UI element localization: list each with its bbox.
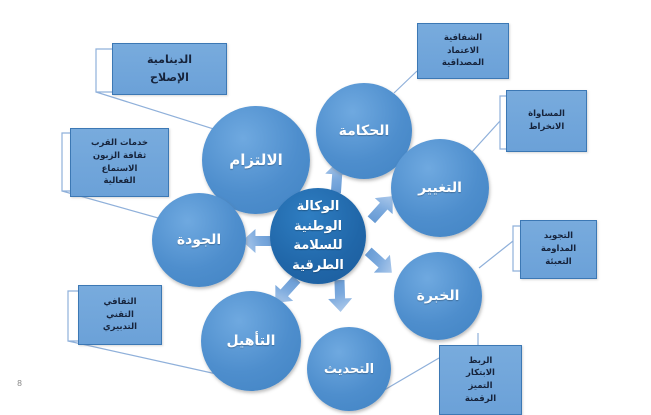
leader-equality: [470, 95, 506, 154]
arrow-to-modernization-icon: [327, 280, 352, 313]
callout-proximity: خدمات القرب ثقافة الزبون الاستماع الفعال…: [70, 128, 169, 197]
callout-equality: المساواة الانخراط: [506, 90, 587, 152]
node-governance-label: الحكامة: [338, 123, 390, 139]
node-change: التغيير: [391, 139, 489, 237]
callout-cultural: الثقافي التقني التدبيري: [78, 285, 162, 345]
callout-improvement-text: التجويد المداومة التعبئة: [540, 231, 577, 267]
callout-connectivity: الربط الابتكار التميز الرقمنة: [439, 345, 522, 415]
node-expertise-label: الخبرة: [416, 288, 460, 304]
callout-improvement: التجويد المداومة التعبئة: [520, 220, 597, 279]
callout-transparency: الشفافية الاعتماد المصداقية: [417, 23, 509, 79]
node-modernization: التحديث: [307, 327, 391, 411]
node-governance: الحكامة: [316, 83, 412, 179]
node-quality: الجودة: [152, 193, 246, 287]
node-modernization-label: التحديث: [323, 361, 375, 377]
node-qualification: التأهيل: [201, 291, 301, 391]
leader-improvement: [478, 225, 520, 272]
node-center-agency: الوكالة الوطنية للسلامة الطرقية: [270, 188, 366, 284]
callout-cultural-text: الثقافي التقني التدبيري: [102, 296, 138, 333]
callout-transparency-text: الشفافية الاعتماد المصداقية: [441, 32, 485, 69]
node-commitment-label: الالتزام: [229, 151, 283, 169]
node-quality-label: الجودة: [176, 232, 222, 248]
node-change-label: التغيير: [418, 180, 462, 196]
arrow-to-expertise-icon: [360, 242, 400, 281]
node-center-agency-label: الوكالة الوطنية للسلامة الطرقية: [292, 199, 344, 273]
node-expertise: الخبرة: [394, 252, 482, 340]
callout-proximity-text: خدمات القرب ثقافة الزبون الاستماع الفعال…: [90, 138, 149, 187]
node-qualification-label: التأهيل: [226, 333, 276, 349]
callout-reform: الدينامية الإصلاح: [112, 43, 227, 95]
callout-reform-text: الدينامية الإصلاح: [147, 53, 192, 84]
callout-connectivity-text: الربط الابتكار التميز الرقمنة: [464, 355, 497, 404]
page-number: 8: [17, 379, 23, 388]
leader-transparency: [393, 70, 418, 94]
callout-equality-text: المساواة الانخراط: [528, 109, 565, 132]
